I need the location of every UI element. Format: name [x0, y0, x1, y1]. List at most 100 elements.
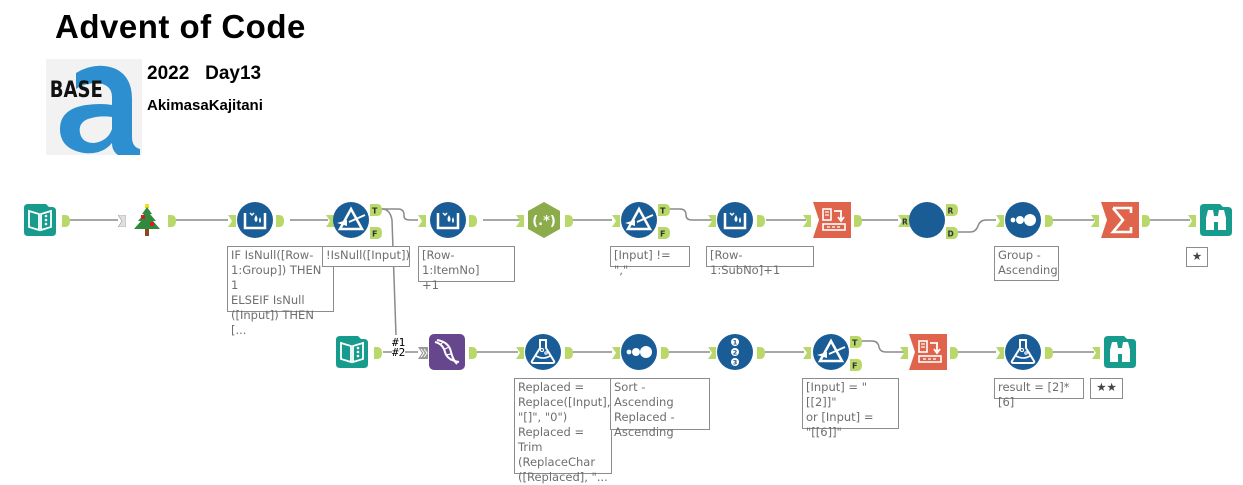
- sort-tool-1[interactable]: [1005, 202, 1041, 238]
- filter-tool-3[interactable]: [813, 334, 849, 370]
- input-anchor[interactable]: [612, 346, 620, 364]
- connection: [378, 208, 418, 221]
- output-anchor[interactable]: [1045, 346, 1053, 364]
- output-anchor-d[interactable]: D: [946, 226, 958, 244]
- svg-text:F: F: [660, 230, 665, 239]
- input-anchor[interactable]: [996, 346, 1004, 364]
- tool-annotation: ★: [1186, 247, 1208, 267]
- multi-row-formula-tool-2[interactable]: [430, 202, 466, 238]
- formula-tool-1[interactable]: [525, 334, 561, 370]
- union-input-label-2: #2: [392, 346, 405, 359]
- input-data-tool-2[interactable]: [334, 334, 370, 370]
- filter-tool-1[interactable]: [333, 202, 369, 238]
- formula-tool-2[interactable]: [1005, 334, 1041, 370]
- multi-input-anchor[interactable]: [418, 346, 428, 364]
- input-anchor[interactable]: [803, 214, 811, 232]
- filter-icon: [333, 202, 369, 238]
- input-anchor[interactable]: [612, 214, 620, 232]
- input-anchor[interactable]: [1188, 214, 1196, 232]
- false-anchor[interactable]: F: [370, 226, 382, 244]
- input-anchor[interactable]: [228, 214, 236, 232]
- tool-annotation: [Row-1:ItemNo] +1: [418, 246, 515, 292]
- output-anchor[interactable]: [168, 214, 176, 232]
- connection: [381, 208, 397, 336]
- output-anchor[interactable]: [565, 346, 573, 364]
- input-anchor[interactable]: [326, 214, 334, 232]
- tool-annotation: result = [2]*[6]: [994, 378, 1084, 409]
- multi-row-formula-icon: [430, 202, 466, 238]
- subtitle: 2022 Day13: [147, 63, 262, 84]
- svg-text:3: 3: [733, 359, 738, 367]
- browse-tool-2[interactable]: [1102, 334, 1138, 370]
- logo-text: BASE: [50, 76, 103, 102]
- tool-annotation: Group - Ascending: [994, 246, 1059, 281]
- filter-icon: [813, 334, 849, 370]
- summarize-tool[interactable]: [1101, 202, 1139, 238]
- output-anchor[interactable]: [469, 346, 477, 364]
- output-anchor[interactable]: [757, 346, 765, 364]
- browse-icon: [1200, 204, 1232, 236]
- output-anchor[interactable]: [276, 214, 284, 232]
- input-anchor[interactable]: [996, 214, 1004, 232]
- input-anchor[interactable]: [1091, 214, 1099, 232]
- record-id-tool[interactable]: 1 2 3: [717, 334, 753, 370]
- output-anchor[interactable]: [950, 346, 958, 364]
- output-anchor[interactable]: [565, 214, 573, 232]
- input-anchor[interactable]: [900, 346, 908, 364]
- union-input-label-1: #1: [392, 336, 405, 349]
- output-anchor[interactable]: [62, 214, 70, 232]
- cross-tab-tool-1[interactable]: [813, 202, 851, 238]
- true-anchor[interactable]: T: [658, 203, 670, 221]
- output-anchor[interactable]: [1142, 214, 1150, 232]
- output-anchor[interactable]: [757, 214, 765, 232]
- tool-annotation: Replaced = Replace([Input], "[]", "0") R…: [514, 378, 612, 484]
- browse-icon: [1104, 336, 1136, 368]
- record-id-icon: 1 2 3: [717, 334, 753, 370]
- output-anchor[interactable]: [1045, 214, 1053, 232]
- sort-tool-2[interactable]: [621, 334, 657, 370]
- summarize-icon: [1101, 202, 1139, 238]
- formula-icon: [1005, 334, 1041, 370]
- output-anchor[interactable]: [374, 346, 382, 364]
- input-anchor[interactable]: [418, 214, 426, 232]
- base-a-logo: BASE: [46, 59, 142, 155]
- connection: [956, 219, 996, 233]
- multi-row-formula-icon: [237, 202, 273, 238]
- output-anchor[interactable]: [854, 214, 862, 232]
- false-anchor[interactable]: F: [658, 226, 670, 244]
- tool-annotation: IF IsNull([Row- 1:Group]) THEN 1 ELSEIF …: [227, 246, 334, 337]
- input-anchor[interactable]: [708, 214, 716, 232]
- christmas-tree-tool[interactable]: [130, 203, 166, 239]
- multi-row-formula-tool-3[interactable]: [717, 202, 753, 238]
- macro-icon: [909, 202, 945, 238]
- output-anchor[interactable]: [661, 346, 669, 364]
- output-anchor-r[interactable]: R: [946, 203, 958, 221]
- input-anchor[interactable]: [803, 346, 811, 364]
- multi-row-formula-tool-1[interactable]: [237, 202, 273, 238]
- input-anchor[interactable]: [516, 346, 524, 364]
- author-name: AkimasaKajitani: [147, 97, 263, 114]
- cross-tab-icon: [813, 202, 851, 238]
- svg-text:2: 2: [733, 349, 738, 357]
- input-data-tool-1[interactable]: [22, 202, 58, 238]
- true-anchor[interactable]: T: [850, 335, 862, 353]
- input-anchor[interactable]: [117, 214, 127, 232]
- input-anchor[interactable]: [708, 346, 716, 364]
- filter-tool-2[interactable]: [621, 202, 657, 238]
- output-anchor[interactable]: [469, 214, 477, 232]
- multi-row-formula-icon: [717, 202, 753, 238]
- macro-tool[interactable]: [909, 202, 945, 238]
- false-anchor[interactable]: F: [850, 358, 862, 376]
- input-anchor-r[interactable]: R: [898, 214, 910, 232]
- browse-tool-1[interactable]: [1198, 202, 1234, 238]
- christmas-tree-icon: [134, 204, 160, 236]
- input-anchor[interactable]: [1092, 346, 1100, 364]
- cross-tab-tool-2[interactable]: [909, 334, 947, 370]
- regex-tool[interactable]: (.*): [525, 201, 563, 239]
- svg-text:T: T: [660, 207, 666, 216]
- true-anchor[interactable]: T: [370, 203, 382, 221]
- svg-text:1: 1: [733, 339, 738, 347]
- input-anchor[interactable]: [516, 214, 524, 232]
- union-tool[interactable]: [429, 334, 465, 370]
- page-title: Advent of Code: [55, 8, 306, 45]
